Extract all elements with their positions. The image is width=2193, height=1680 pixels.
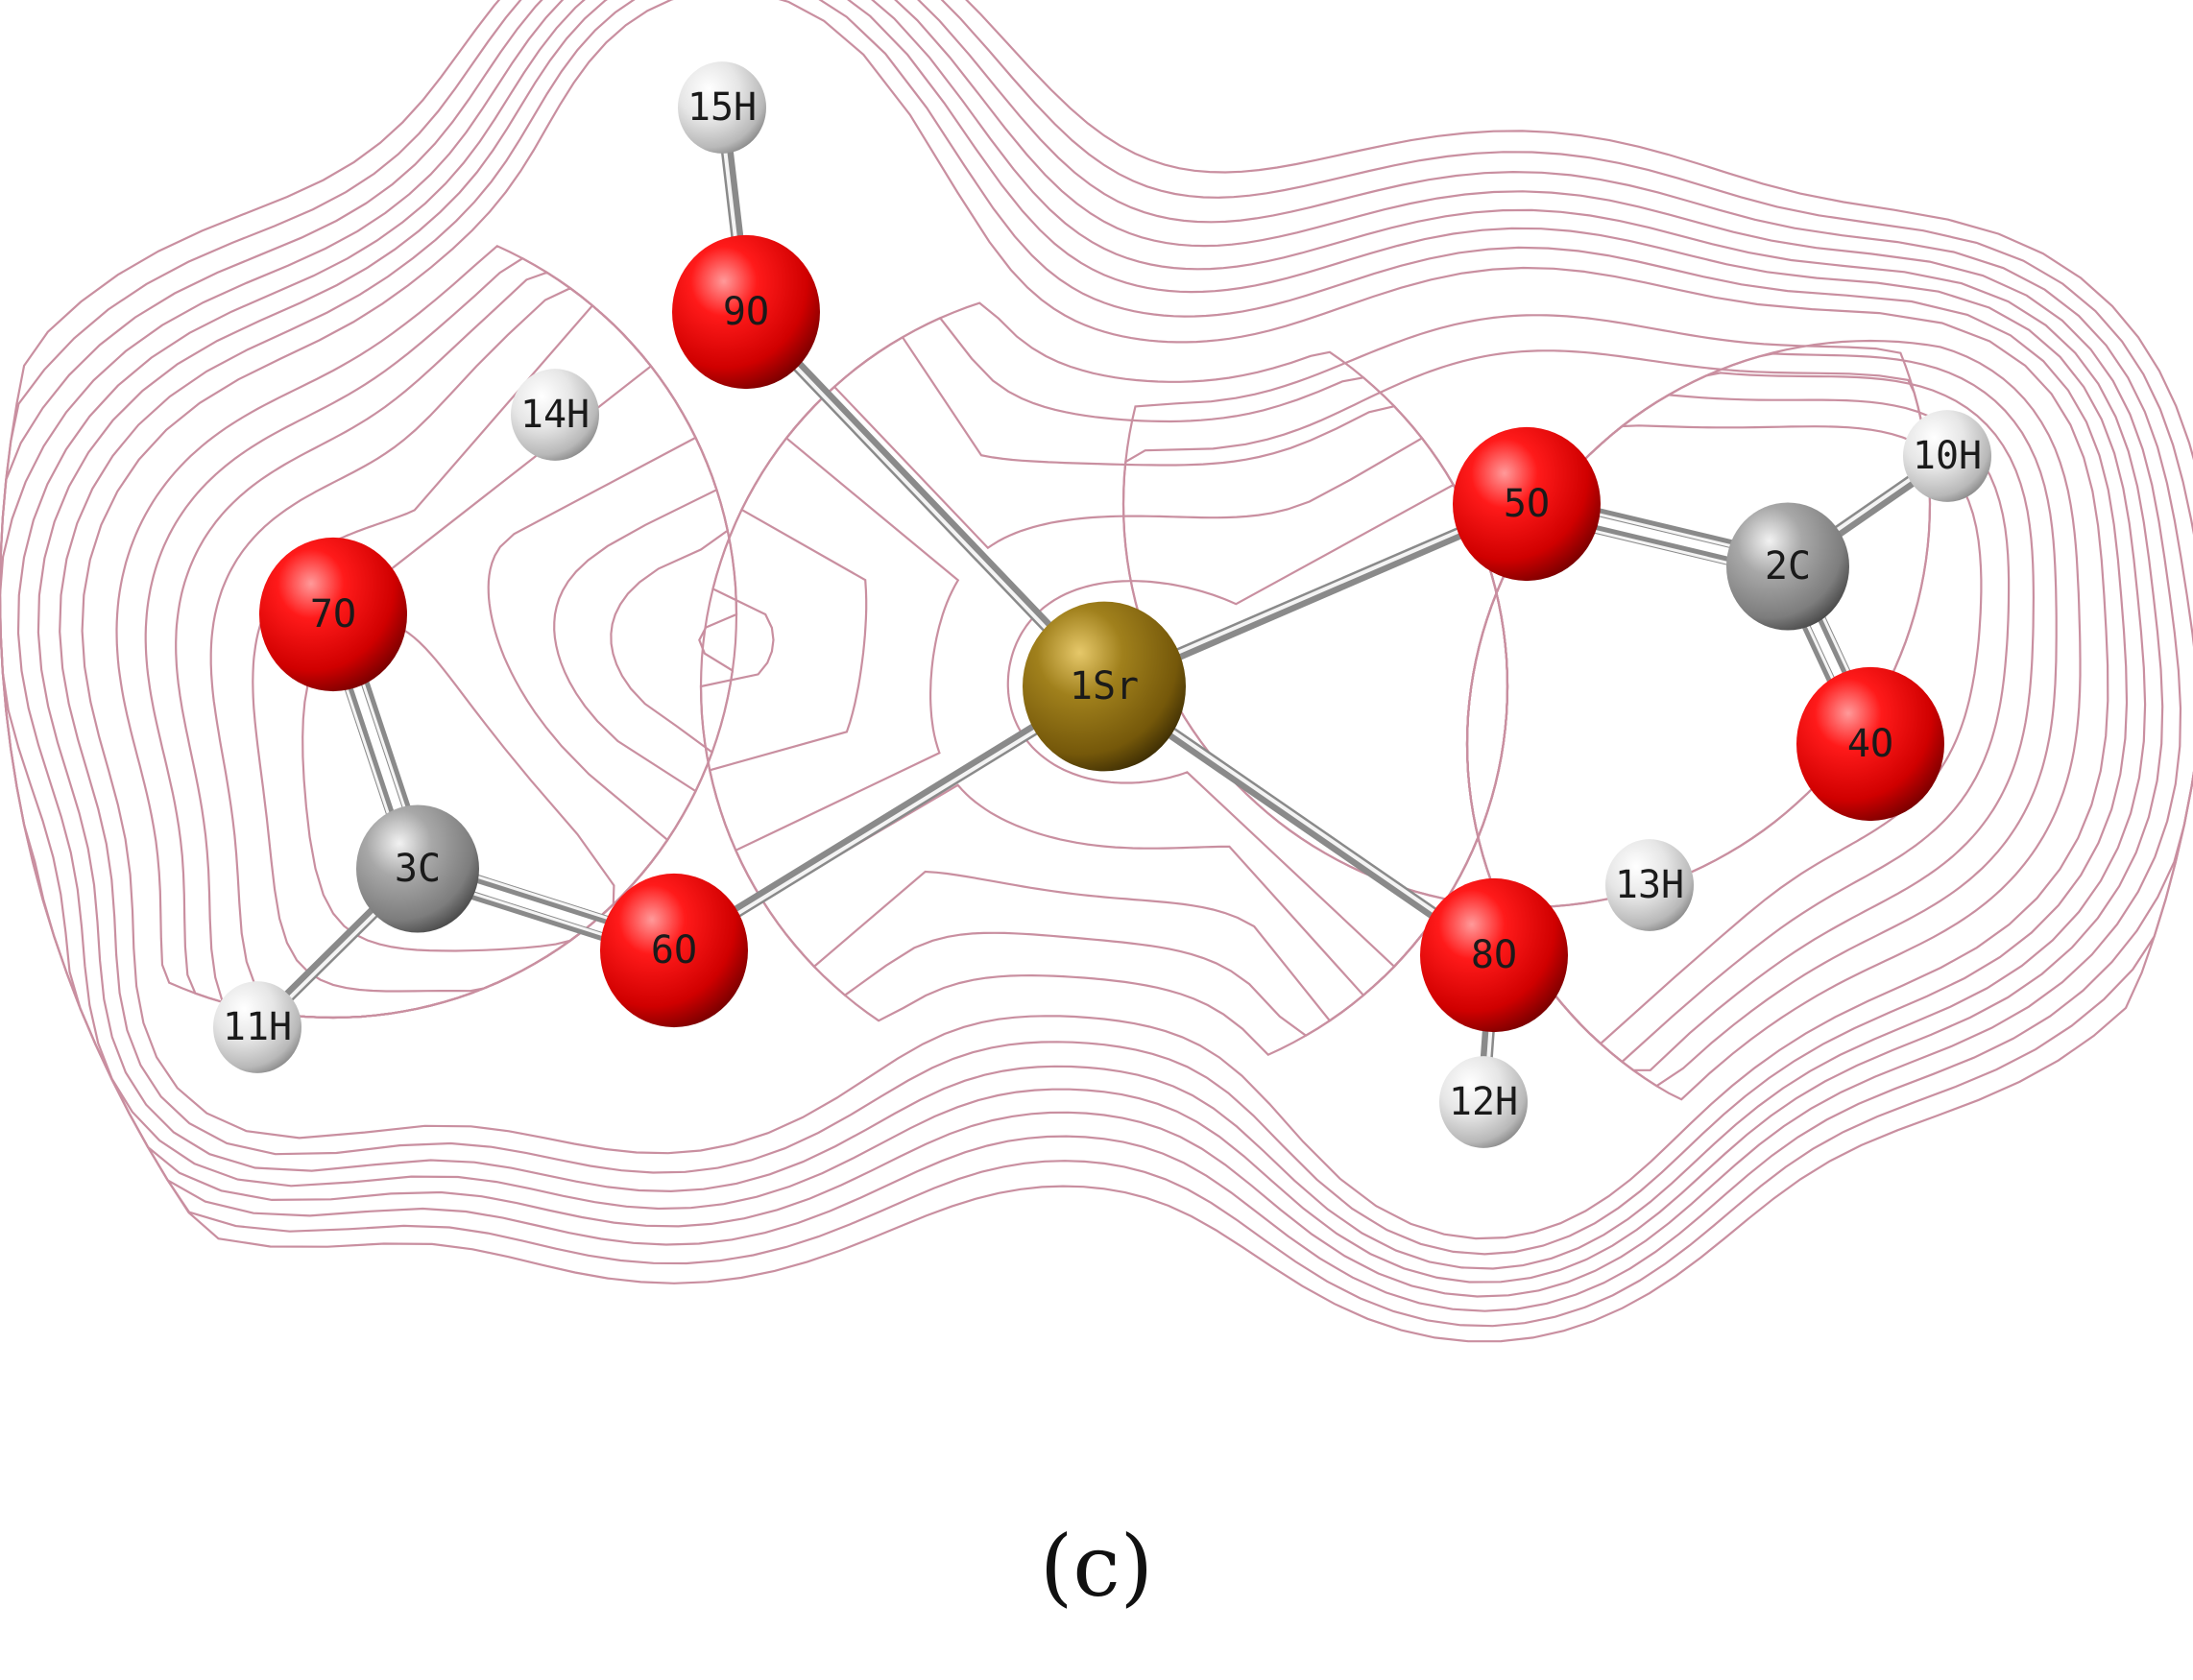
atom-label: 9O [723,290,769,334]
bond-sr1-o6 [667,680,1111,957]
atom-14h: 14H [511,369,599,461]
atom-2c: 2C [1726,502,1849,631]
atom-1sr: 1Sr [1023,601,1186,772]
atom-label: 15H [687,85,757,130]
atom-11h: 11H [213,981,301,1073]
atom-sphere [1453,426,1601,582]
contour-line [1006,483,1509,969]
atom-12h: 12H [1439,1056,1528,1148]
atom-sphere [1903,410,1991,502]
atom-15h: 15H [678,61,766,154]
atom-label: 8O [1471,933,1517,977]
atom-sphere [1023,601,1186,772]
bond-sr1-o9 [739,305,1111,693]
atom-sphere [356,804,479,933]
atom-4o: 4O [1796,666,1944,822]
figure-caption: (c) [1040,1517,1153,1616]
atom-6o: 6O [600,873,748,1028]
contour-line [699,316,1509,1038]
contour-line [0,0,2182,1298]
atom-sphere [600,873,748,1028]
contour-line [734,385,1509,997]
atom-label: 13H [1615,863,1684,907]
atom-label: 1Sr [1070,664,1139,708]
contour-line [36,0,2147,1270]
atom-sphere [1796,666,1944,822]
contour-line [0,0,2193,1312]
contour-line [81,0,2109,1240]
contour-line [0,0,2193,1343]
contour-line [0,0,2193,1328]
atom-9o: 9O [672,234,820,390]
atom-label: 12H [1449,1080,1518,1124]
atom-label: 2C [1765,544,1811,588]
contour-line [708,335,1509,1022]
contour-line [301,365,652,952]
atoms-layer: 15H 9O 14H 7O 3C 11H 6O 1Sr 5O 2C 10H 4O 8O 12H 13H [213,61,1991,1148]
atom-3c: 3C [356,804,479,933]
atom-label: 10H [1913,434,1982,478]
atom-label: 4O [1847,722,1893,766]
atom-label: 7O [310,592,356,636]
atom-label: 6O [651,928,697,972]
atom-8o: 8O [1420,877,1568,1033]
atom-sphere [1420,877,1568,1033]
atom-label: 5O [1504,482,1550,526]
atom-7o: 7O [259,537,407,692]
atom-sphere [1439,1056,1528,1148]
contour-line [59,0,2129,1256]
atom-sphere [1726,502,1849,631]
atom-sphere [259,537,407,692]
atom-sphere [213,981,301,1073]
atom-5o: 5O [1453,426,1601,582]
atom-label: 3C [395,847,441,891]
atom-label: 14H [520,393,590,437]
atom-10h: 10H [1903,410,1991,502]
atom-sphere [678,61,766,154]
atom-sphere [1605,839,1694,931]
atom-sphere [511,369,599,461]
atom-label: 11H [223,1005,292,1049]
contour-line [1121,349,1932,909]
atom-13h: 13H [1605,839,1694,931]
contour-line [16,0,2164,1284]
atom-sphere [672,234,820,390]
